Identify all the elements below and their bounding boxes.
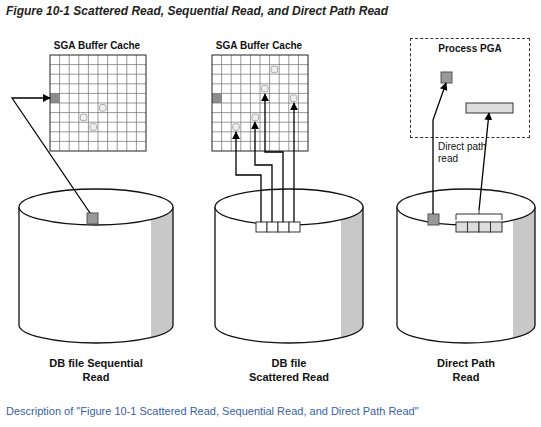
disk-block xyxy=(289,222,300,232)
cache-grid xyxy=(49,54,147,152)
edge-label: Direct path read xyxy=(438,141,494,165)
cached-block xyxy=(252,114,259,121)
disk-block xyxy=(491,222,503,232)
cached-block xyxy=(80,114,87,121)
disk-block-run xyxy=(256,222,300,232)
cylinder-label: DB file Sequential Read xyxy=(48,356,144,384)
cached-block xyxy=(50,93,60,103)
disk-block xyxy=(87,213,98,224)
cached-block xyxy=(271,66,278,73)
disk-cylinder: Direct Path Read xyxy=(396,188,536,388)
disk-block xyxy=(278,222,289,232)
disk-block xyxy=(479,222,491,232)
disk-block xyxy=(428,214,439,225)
cylinder-label: Direct Path Read xyxy=(431,356,501,384)
read-arrow xyxy=(479,113,489,210)
cache-heading: SGA Buffer Cache xyxy=(46,40,148,52)
read-arrow xyxy=(293,103,294,222)
cached-block xyxy=(90,124,97,131)
cache-grid xyxy=(211,54,309,152)
cylinder-label: DB file Scattered Read xyxy=(246,356,332,384)
cylinder-outline xyxy=(18,188,174,344)
disk-cylinder: DB file Sequential Read xyxy=(18,188,174,388)
disk-cylinder: DB file Scattered Read xyxy=(214,188,364,388)
pga-buffer xyxy=(466,103,513,113)
cylinder-outline xyxy=(214,188,364,344)
caption-link: Description of "Figure 10-1 Scattered Re… xyxy=(6,405,419,417)
disk-block xyxy=(267,222,278,232)
block-bracket xyxy=(456,210,502,220)
cylinder-shading xyxy=(341,207,363,338)
read-arrow xyxy=(12,98,90,213)
pga-box: Process PGA xyxy=(410,38,530,138)
cylinder-shading xyxy=(151,207,173,338)
figure-title: Figure 10-1 Scattered Read, Sequential R… xyxy=(6,4,388,18)
disk-block xyxy=(456,222,468,232)
cache-heading: SGA Buffer Cache xyxy=(208,40,310,52)
cached-block xyxy=(100,105,107,112)
pga-heading: Process PGA xyxy=(411,43,529,55)
disk-block xyxy=(468,222,480,232)
cylinder-shading xyxy=(513,207,535,338)
buffer-cache: SGA Buffer Cache xyxy=(46,40,148,152)
disk-block xyxy=(256,222,267,232)
read-arrow xyxy=(265,94,283,222)
cached-block xyxy=(290,95,297,102)
read-arrow xyxy=(255,122,272,222)
disk-block-run xyxy=(456,222,502,232)
buffer-cache: SGA Buffer Cache xyxy=(208,40,310,152)
pga-block xyxy=(441,72,452,83)
cylinder-outline xyxy=(396,188,536,344)
cached-block xyxy=(262,85,269,92)
cached-block xyxy=(212,93,222,103)
cached-block xyxy=(233,124,240,131)
read-arrow xyxy=(236,132,261,222)
